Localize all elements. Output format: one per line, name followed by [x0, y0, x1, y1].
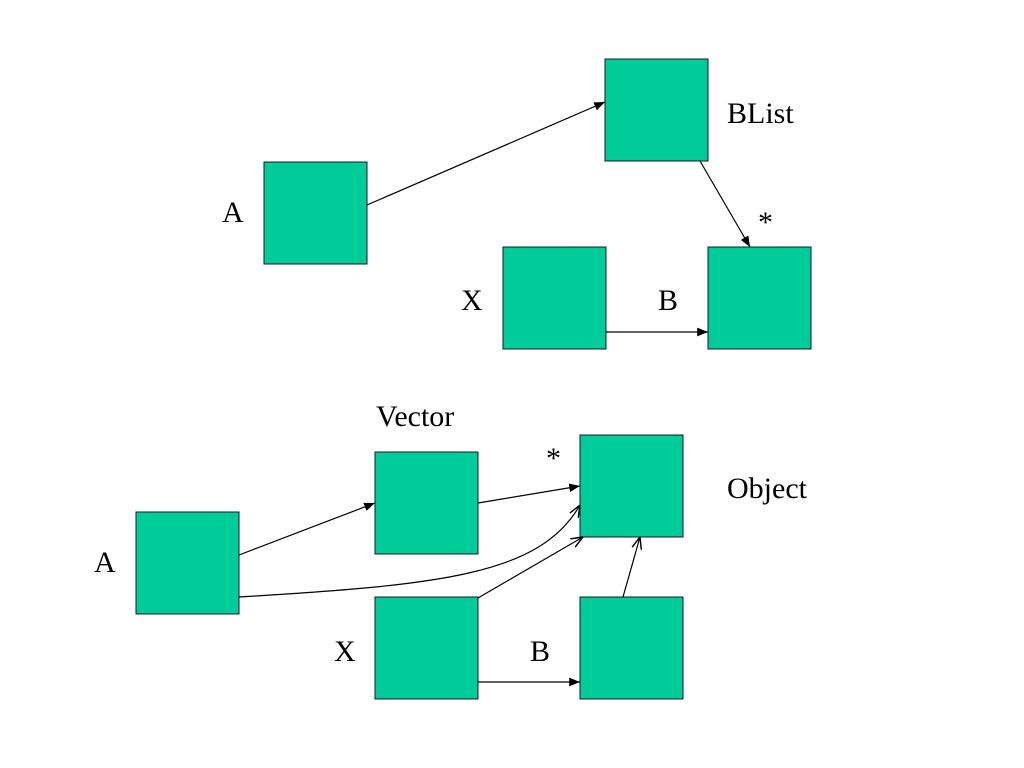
bottom-class-object-box[interactable]	[579, 434, 684, 538]
bottom-label-x: X	[334, 635, 356, 668]
bottom-edge-a-to-object	[238, 505, 580, 598]
bottom-label-a: A	[94, 546, 116, 579]
top-class-blist-box[interactable]	[604, 58, 709, 162]
top-label-a: A	[222, 196, 244, 229]
bottom-label-multiplicity: *	[546, 442, 561, 475]
bottom-edge-b-to-object	[622, 537, 640, 598]
top-label-multiplicity: *	[758, 206, 773, 239]
bottom-edge-x-to-object	[477, 537, 583, 599]
bottom-label-vector: Vector	[376, 400, 454, 433]
top-class-b-box[interactable]	[707, 246, 812, 350]
top-edge-a-to-blist	[366, 101, 606, 206]
top-label-blist: BList	[727, 97, 794, 130]
bottom-edge-vector-to-object	[477, 483, 581, 504]
bottom-class-b-box[interactable]	[579, 596, 684, 700]
bottom-label-b: B	[530, 635, 550, 668]
bottom-class-a-box[interactable]	[135, 511, 240, 615]
top-label-b: B	[658, 284, 678, 317]
bottom-class-x-box[interactable]	[374, 596, 479, 700]
top-class-a-box[interactable]	[263, 161, 368, 265]
top-class-x-box[interactable]	[502, 246, 607, 350]
top-diagram: A BList * X B	[222, 58, 812, 350]
top-edge-blist-to-b	[699, 160, 751, 248]
bottom-label-object: Object	[727, 472, 808, 505]
bottom-edge-a-to-vector	[238, 502, 376, 556]
top-label-x: X	[461, 284, 483, 317]
bottom-diagram: Vector * Object A X B	[94, 400, 808, 700]
bottom-class-vector-box[interactable]	[374, 451, 479, 555]
